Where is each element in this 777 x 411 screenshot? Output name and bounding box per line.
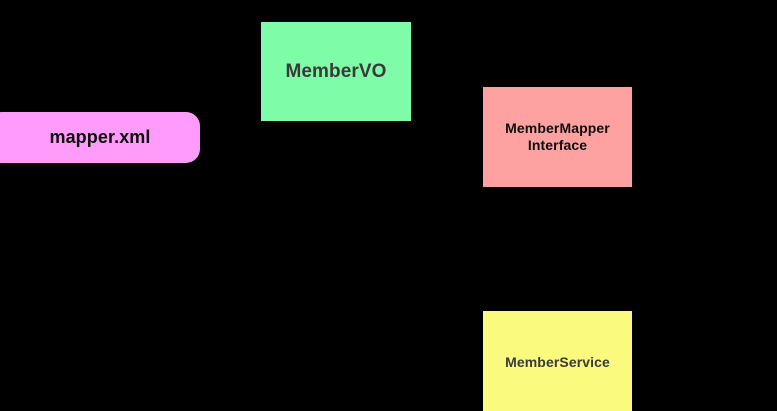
- diagram-node-label: mapper.xml: [49, 126, 151, 147]
- diagram-node-membermapper-interface[interactable]: MemberMapper Interface: [483, 87, 632, 187]
- diagram-node-label: MemberService: [505, 354, 610, 370]
- diagram-node-label: MemberVO: [285, 60, 387, 82]
- diagram-node-mapper-xml[interactable]: mapper.xml: [0, 112, 200, 163]
- diagram-node-memberservice[interactable]: MemberService: [483, 311, 632, 411]
- diagram-node-label: MemberMapper Interface: [505, 119, 610, 153]
- diagram-node-membervo[interactable]: MemberVO: [261, 22, 411, 121]
